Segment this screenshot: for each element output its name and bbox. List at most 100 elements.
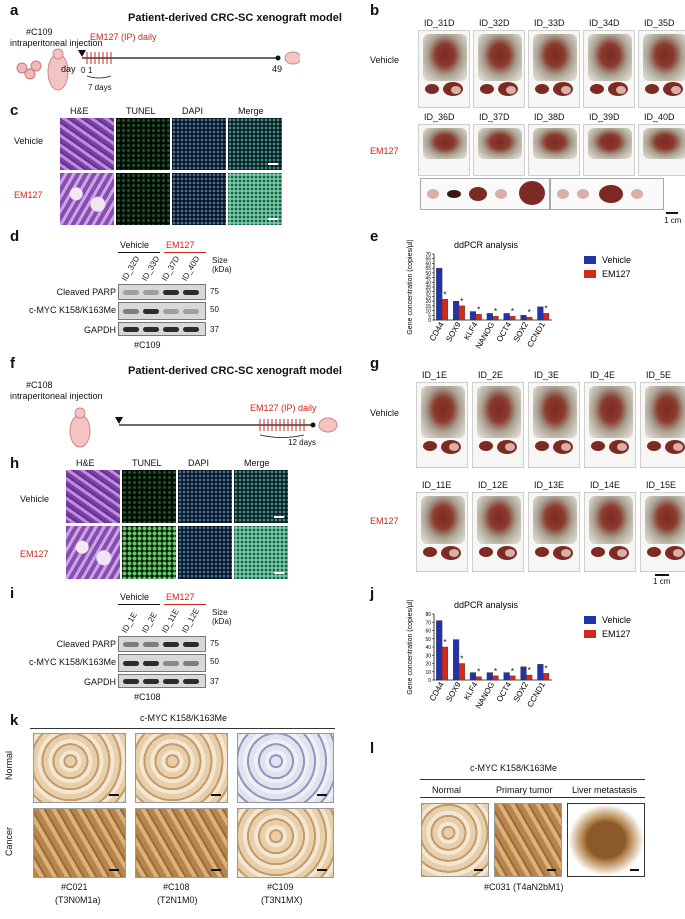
y-tick-label: 65 bbox=[425, 257, 431, 263]
x-tick-label: KLF4 bbox=[462, 680, 480, 702]
panel-i-lane-label: ID_2E bbox=[140, 610, 159, 635]
legend-label-em127: EM127 bbox=[602, 269, 631, 279]
y-tick-label: 70 bbox=[425, 620, 431, 626]
timeline-day-49: 49 bbox=[272, 64, 283, 74]
bar-em127-ccnd1 bbox=[543, 313, 550, 321]
legend-swatch-vehicle bbox=[584, 616, 596, 624]
panel-i-blot bbox=[118, 654, 206, 672]
ihc-l-metastasis bbox=[567, 803, 645, 877]
bar-vehicle-nanog bbox=[486, 313, 493, 321]
mouse-body bbox=[645, 386, 685, 438]
b-em-photo bbox=[583, 124, 635, 176]
panel-k-stage-2: (T2N1M0) bbox=[157, 895, 198, 905]
g-vehicle-photo bbox=[528, 382, 580, 468]
band bbox=[123, 661, 139, 666]
significance-star: * bbox=[477, 668, 480, 677]
g-vehicle-photo bbox=[584, 382, 636, 468]
panel-d-size-label: Size (kDa) bbox=[212, 256, 232, 274]
scale-bar-b bbox=[666, 212, 678, 214]
y-tick-label: 55 bbox=[425, 266, 431, 272]
panel-c-image bbox=[172, 118, 226, 170]
band bbox=[123, 327, 139, 332]
panel-c-col-label: TUNEL bbox=[126, 106, 156, 116]
x-tick-label: OCT4 bbox=[495, 680, 514, 703]
panel-d-marker: 37 bbox=[210, 325, 219, 334]
panel-d-marker: 50 bbox=[210, 305, 219, 314]
em-organ-tray-1 bbox=[420, 178, 550, 210]
organ bbox=[479, 441, 493, 451]
panel-label-c: c bbox=[10, 102, 19, 119]
b-em-photo bbox=[418, 124, 470, 176]
panel-c-image bbox=[60, 118, 114, 170]
mouse-body bbox=[423, 128, 467, 159]
panel-d-group-line bbox=[164, 252, 206, 253]
panel-label-a: a bbox=[10, 2, 19, 19]
organ bbox=[451, 86, 461, 94]
panel-i-row-label: GAPDH bbox=[83, 677, 116, 687]
g-em-id-label: ID_14E bbox=[590, 480, 621, 490]
panel-a-injection: intraperitoneal injection bbox=[10, 38, 103, 48]
bar-em127-klf4 bbox=[475, 676, 482, 681]
organ bbox=[535, 441, 549, 451]
ihc-k-cancer-1 bbox=[33, 808, 126, 878]
panel-d-lane-label: ID_37D bbox=[160, 254, 182, 283]
x-tick-label: KLF4 bbox=[462, 320, 480, 342]
chart-title: ddPCR analysis bbox=[454, 240, 519, 250]
scale-bar bbox=[268, 163, 278, 165]
panel-c-row-vehicle: Vehicle bbox=[14, 136, 44, 146]
bar-em127-oct4 bbox=[509, 316, 516, 321]
g-vehicle-photo bbox=[472, 382, 524, 468]
band bbox=[163, 679, 179, 684]
panel-f-treatment: EM127 (IP) daily bbox=[250, 403, 317, 413]
panel-h-image bbox=[178, 470, 232, 523]
y-tick-label: 20 bbox=[425, 299, 431, 305]
panel-c-image bbox=[228, 173, 282, 225]
y-tick-label: 15 bbox=[425, 304, 431, 310]
b-em-photo bbox=[528, 124, 580, 176]
scale-bar bbox=[268, 218, 278, 220]
scale-bar bbox=[274, 516, 284, 518]
panel-i-lane-label: ID_11E bbox=[160, 607, 181, 635]
ihc-k-normal-3 bbox=[237, 733, 334, 803]
duration-label: 7 days bbox=[88, 83, 112, 92]
panel-h-row-em127: EM127 bbox=[20, 549, 49, 559]
panel-c-col-label: H&E bbox=[70, 106, 89, 116]
timeline-day-0: 0 bbox=[81, 66, 86, 75]
timeline-day-label: day bbox=[61, 64, 76, 74]
x-tick-label: SOX9 bbox=[444, 680, 463, 703]
organ bbox=[561, 443, 571, 451]
g-em-id-label: ID_15E bbox=[646, 480, 677, 490]
g-vehicle-id-label: ID_3E bbox=[534, 370, 560, 380]
significance-star: * bbox=[545, 304, 548, 313]
b-em-photo bbox=[638, 124, 685, 176]
panel-d-row-label: GAPDH bbox=[83, 325, 116, 335]
panel-k-stage-3: (T3N1MX) bbox=[261, 895, 303, 905]
mouse-body bbox=[533, 386, 577, 438]
organ bbox=[616, 86, 626, 94]
b-vehicle-photo bbox=[418, 30, 470, 108]
ihc-k-normal-1 bbox=[33, 733, 126, 803]
mouse-body bbox=[477, 386, 521, 438]
organ bbox=[590, 84, 604, 94]
mouse-body bbox=[478, 34, 522, 81]
y-tick-label: 20 bbox=[425, 662, 431, 668]
mouse-body bbox=[423, 34, 467, 81]
b-em-id-label: ID_36D bbox=[424, 112, 455, 122]
panel-f-duration: 12 days bbox=[288, 438, 317, 447]
panel-i-sample: #C108 bbox=[134, 692, 161, 702]
panel-a-title: Patient-derived CRC-SC xenograft model bbox=[128, 12, 342, 24]
panel-label-g: g bbox=[370, 355, 380, 372]
g-em-photo bbox=[416, 492, 468, 572]
panel-label-f: f bbox=[10, 355, 15, 372]
panel-l-sample: #C031 (T4aN2bM1) bbox=[484, 882, 564, 892]
b-vehicle-photo bbox=[638, 30, 685, 108]
g-em-id-label: ID_11E bbox=[422, 480, 452, 490]
organ bbox=[480, 84, 494, 94]
panel-label-l: l bbox=[370, 740, 375, 757]
mouse-body bbox=[588, 34, 632, 81]
panel-h-image bbox=[234, 526, 288, 579]
b-vehicle-id-label: ID_35D bbox=[644, 18, 675, 28]
significance-star: * bbox=[460, 655, 463, 664]
b-vehicle-id-label: ID_32D bbox=[479, 18, 510, 28]
